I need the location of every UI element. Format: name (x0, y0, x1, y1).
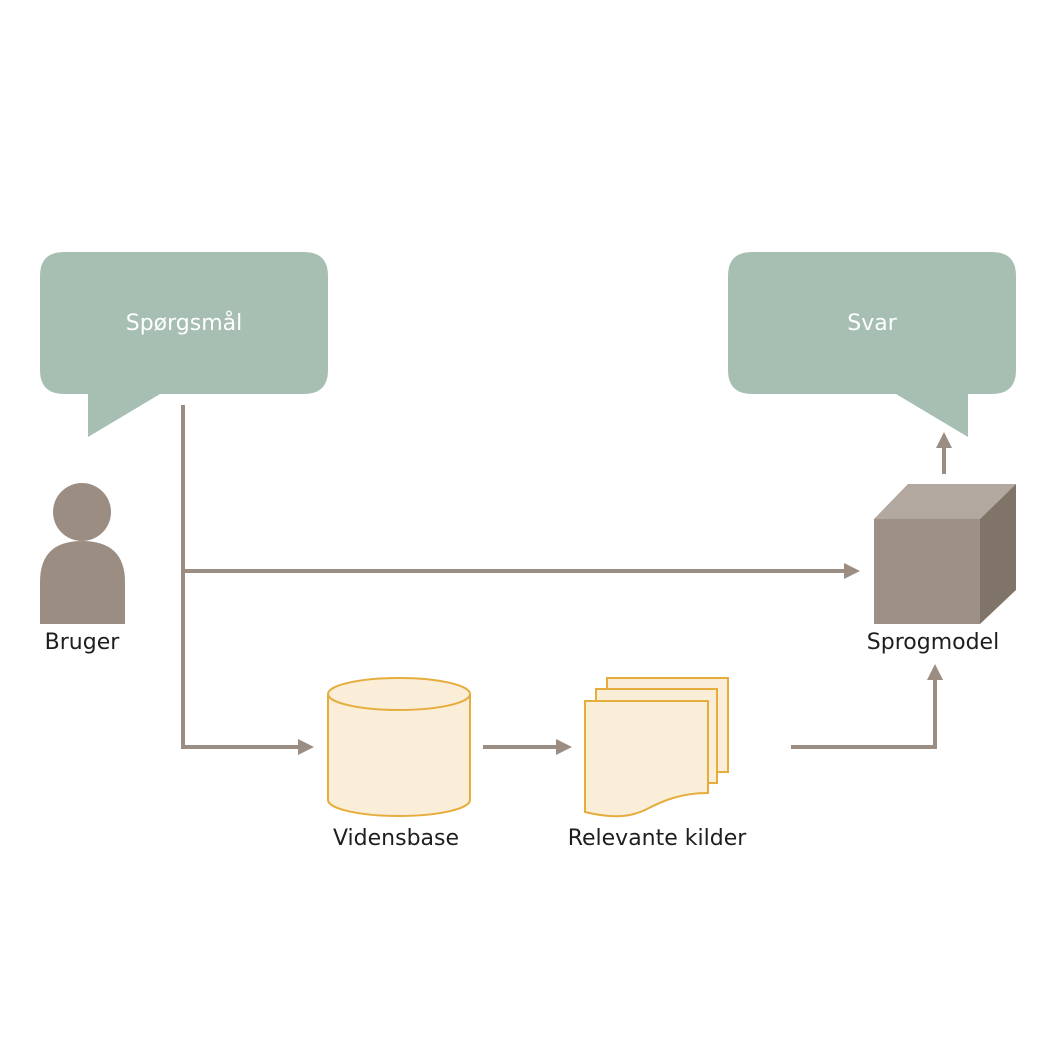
question-bubble: Spørgsmål (40, 252, 328, 437)
language-model-node: Sprogmodel (867, 484, 1016, 655)
question-bubble-shape (40, 252, 328, 437)
arrow-question-to-model (181, 405, 860, 579)
relevant-sources-label: Relevante kilder (568, 826, 748, 851)
database-icon (327, 677, 471, 817)
arrow-question-to-knowledge-base (181, 571, 314, 755)
knowledge-base-node: Vidensbase (327, 677, 471, 851)
cube-icon (874, 484, 1016, 624)
answer-bubble-shape (728, 252, 1016, 437)
relevant-sources-node: Relevante kilder (568, 677, 748, 851)
answer-bubble: Svar (728, 252, 1016, 437)
arrow-sources-to-model (791, 664, 943, 749)
knowledge-base-label: Vidensbase (333, 826, 459, 851)
arrow-knowledge-base-to-sources (483, 739, 572, 755)
arrow-model-to-answer (936, 432, 952, 474)
user-node: Bruger (40, 483, 125, 655)
question-label: Spørgsmål (126, 310, 243, 336)
language-model-label: Sprogmodel (867, 630, 999, 655)
document-stack-icon (584, 677, 729, 818)
connectors (181, 405, 952, 755)
user-label: Bruger (45, 630, 121, 655)
answer-label: Svar (847, 311, 897, 336)
person-icon (40, 483, 125, 624)
